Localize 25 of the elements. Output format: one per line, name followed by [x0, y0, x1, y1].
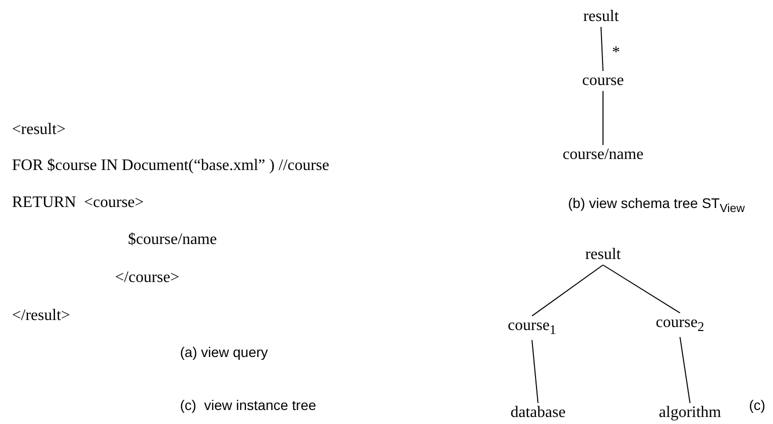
tree-edge	[602, 264, 680, 314]
code-line: </result>	[12, 307, 70, 325]
figure-caption: (c) view instance tree	[180, 397, 316, 413]
code-line: </course>	[115, 269, 180, 287]
code-line: $course/name	[128, 231, 217, 249]
tree-edge	[532, 264, 604, 316]
tree-node-label: course/name	[562, 146, 644, 164]
code-line: RETURN <course>	[12, 194, 144, 212]
figure-caption: (b) view schema tree ST$_{View}$	[568, 195, 745, 215]
tree-node-label: result	[585, 246, 621, 264]
code-line: FOR $course IN Document(“base.xml” ) //course	[12, 157, 330, 175]
tree-node-label: course	[582, 72, 624, 90]
tree-edge	[600, 26, 604, 72]
tree-edge	[532, 340, 538, 404]
edge-label: *	[612, 44, 620, 62]
tree-edge	[602, 90, 604, 146]
figure-caption: (c)	[749, 397, 766, 413]
code-line: <result>	[12, 121, 66, 139]
tree-node-label: algorithm	[658, 404, 722, 422]
tree-node-label: result	[583, 8, 619, 26]
tree-node-label: course$_{2}$	[656, 314, 704, 336]
tree-node-label: database	[510, 404, 566, 422]
tree-node-label: course$_{1}$	[508, 316, 556, 340]
tree-edge	[680, 336, 690, 404]
figure-caption: (a) view query	[180, 344, 268, 360]
